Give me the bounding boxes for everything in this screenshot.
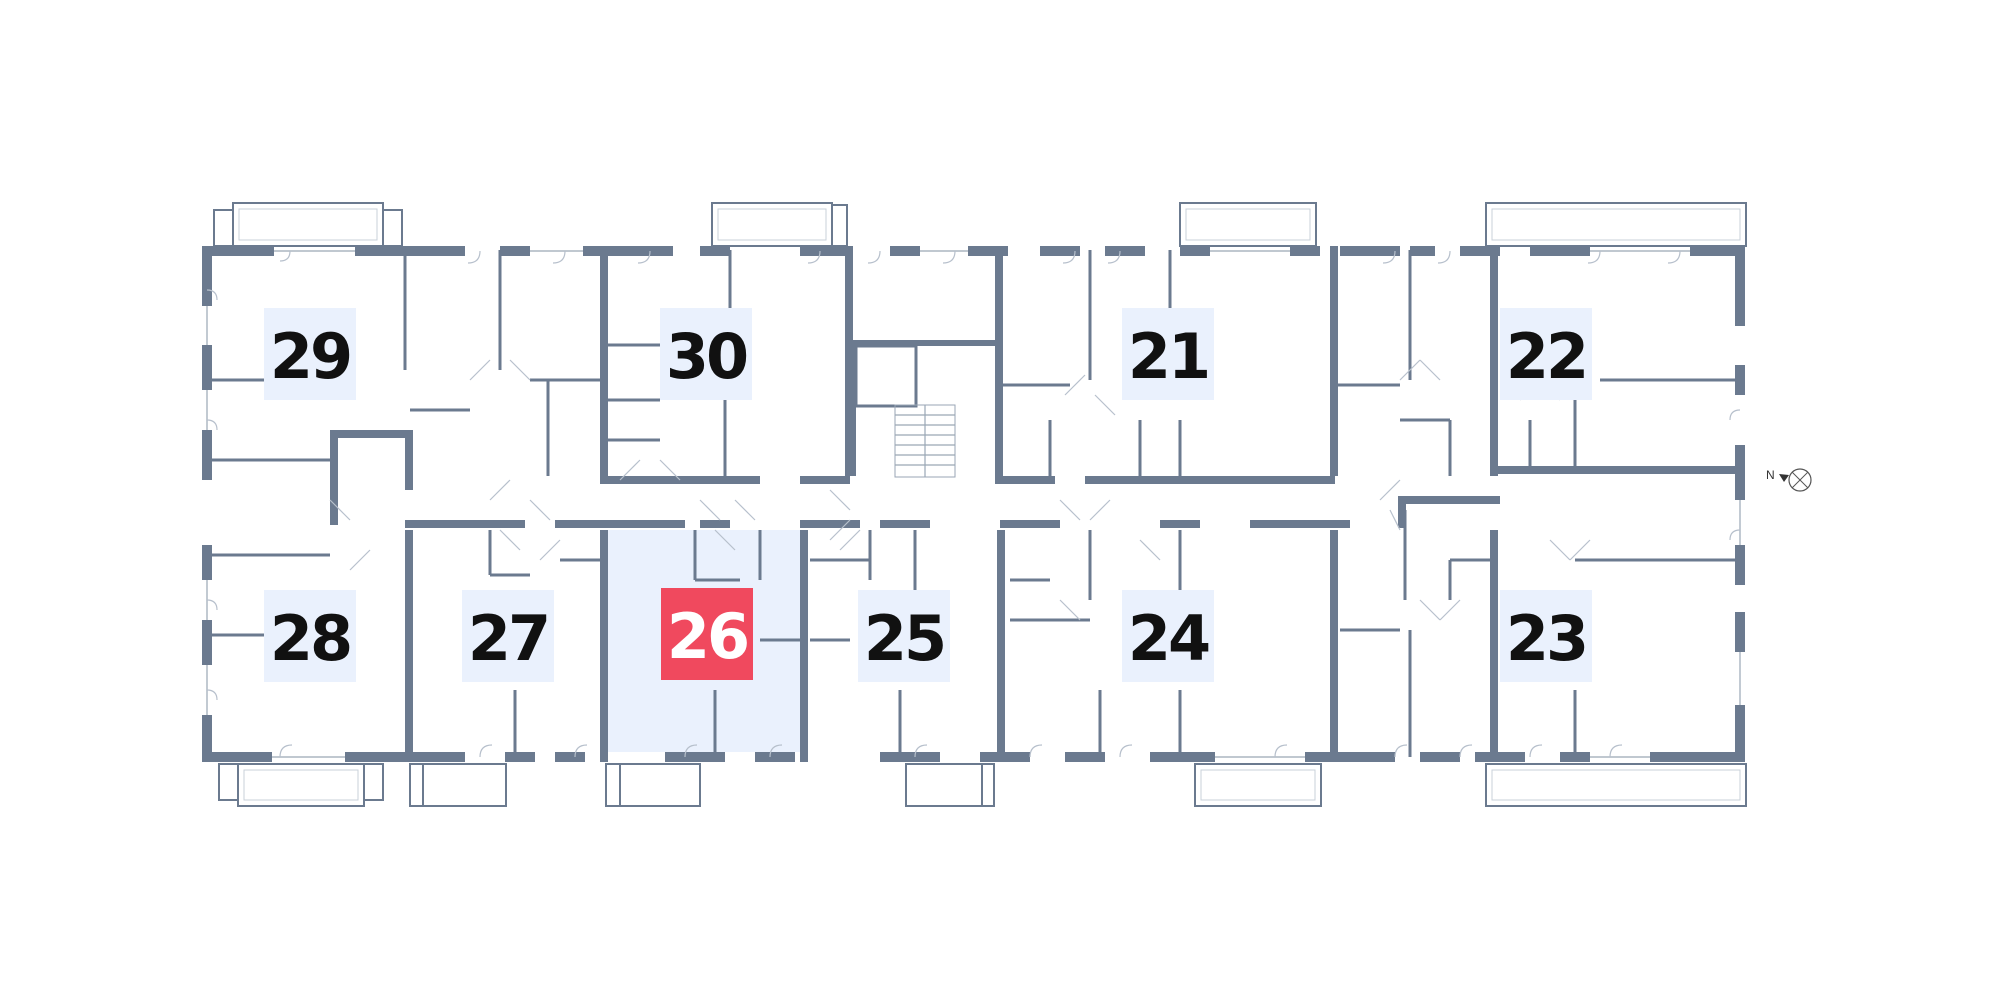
unit-30-label-bg	[660, 308, 752, 400]
unit-21[interactable]: 21	[1122, 308, 1214, 400]
unit-26-number: 26	[667, 600, 747, 673]
unit-28[interactable]: 28	[264, 590, 356, 682]
unit-23[interactable]: 23	[1500, 590, 1592, 682]
unit-30[interactable]: 30	[660, 308, 752, 400]
unit-27[interactable]: 27	[462, 590, 554, 682]
unit-24[interactable]: 24	[1122, 590, 1214, 682]
balconies-top	[213, 202, 1747, 247]
unit-23-label-bg	[1500, 590, 1592, 682]
unit-27-label-bg	[462, 590, 554, 682]
unit-29-number: 29	[270, 320, 350, 393]
compass-icon	[1788, 468, 1812, 492]
compass-arrow-icon	[1779, 474, 1789, 482]
unit-21-number: 21	[1128, 320, 1208, 393]
stairs	[894, 404, 956, 478]
unit-24-label-bg	[1122, 590, 1214, 682]
unit-30-number: 30	[666, 320, 747, 393]
unit-22[interactable]: 22	[1500, 308, 1592, 400]
unit-25-label-bg	[858, 590, 950, 682]
unit-29[interactable]: 29	[264, 308, 356, 400]
unit-22-label-bg	[1500, 308, 1592, 400]
unit-labels: 29 30 21 22 28 27 26 25	[264, 308, 1592, 682]
unit-27-number: 27	[468, 602, 548, 675]
unit-29-label-bg	[264, 308, 356, 400]
unit-23-number: 23	[1506, 602, 1586, 675]
compass-north-label: N	[1766, 468, 1775, 482]
windows	[206, 250, 1741, 758]
unit-21-label-bg	[1122, 308, 1214, 400]
unit-24-number: 24	[1128, 602, 1209, 675]
unit-28-number: 28	[270, 602, 350, 675]
unit-25[interactable]: 25	[858, 590, 950, 682]
compass: N	[1766, 468, 1812, 492]
interior-partitions	[212, 250, 1740, 757]
unit-26-label-bg	[661, 588, 753, 680]
unit-26[interactable]: 26	[661, 588, 753, 680]
unit-25-number: 25	[864, 602, 944, 675]
balconies-bottom	[218, 763, 1747, 807]
unit-28-label-bg	[264, 590, 356, 682]
unit-22-number: 22	[1506, 320, 1586, 393]
